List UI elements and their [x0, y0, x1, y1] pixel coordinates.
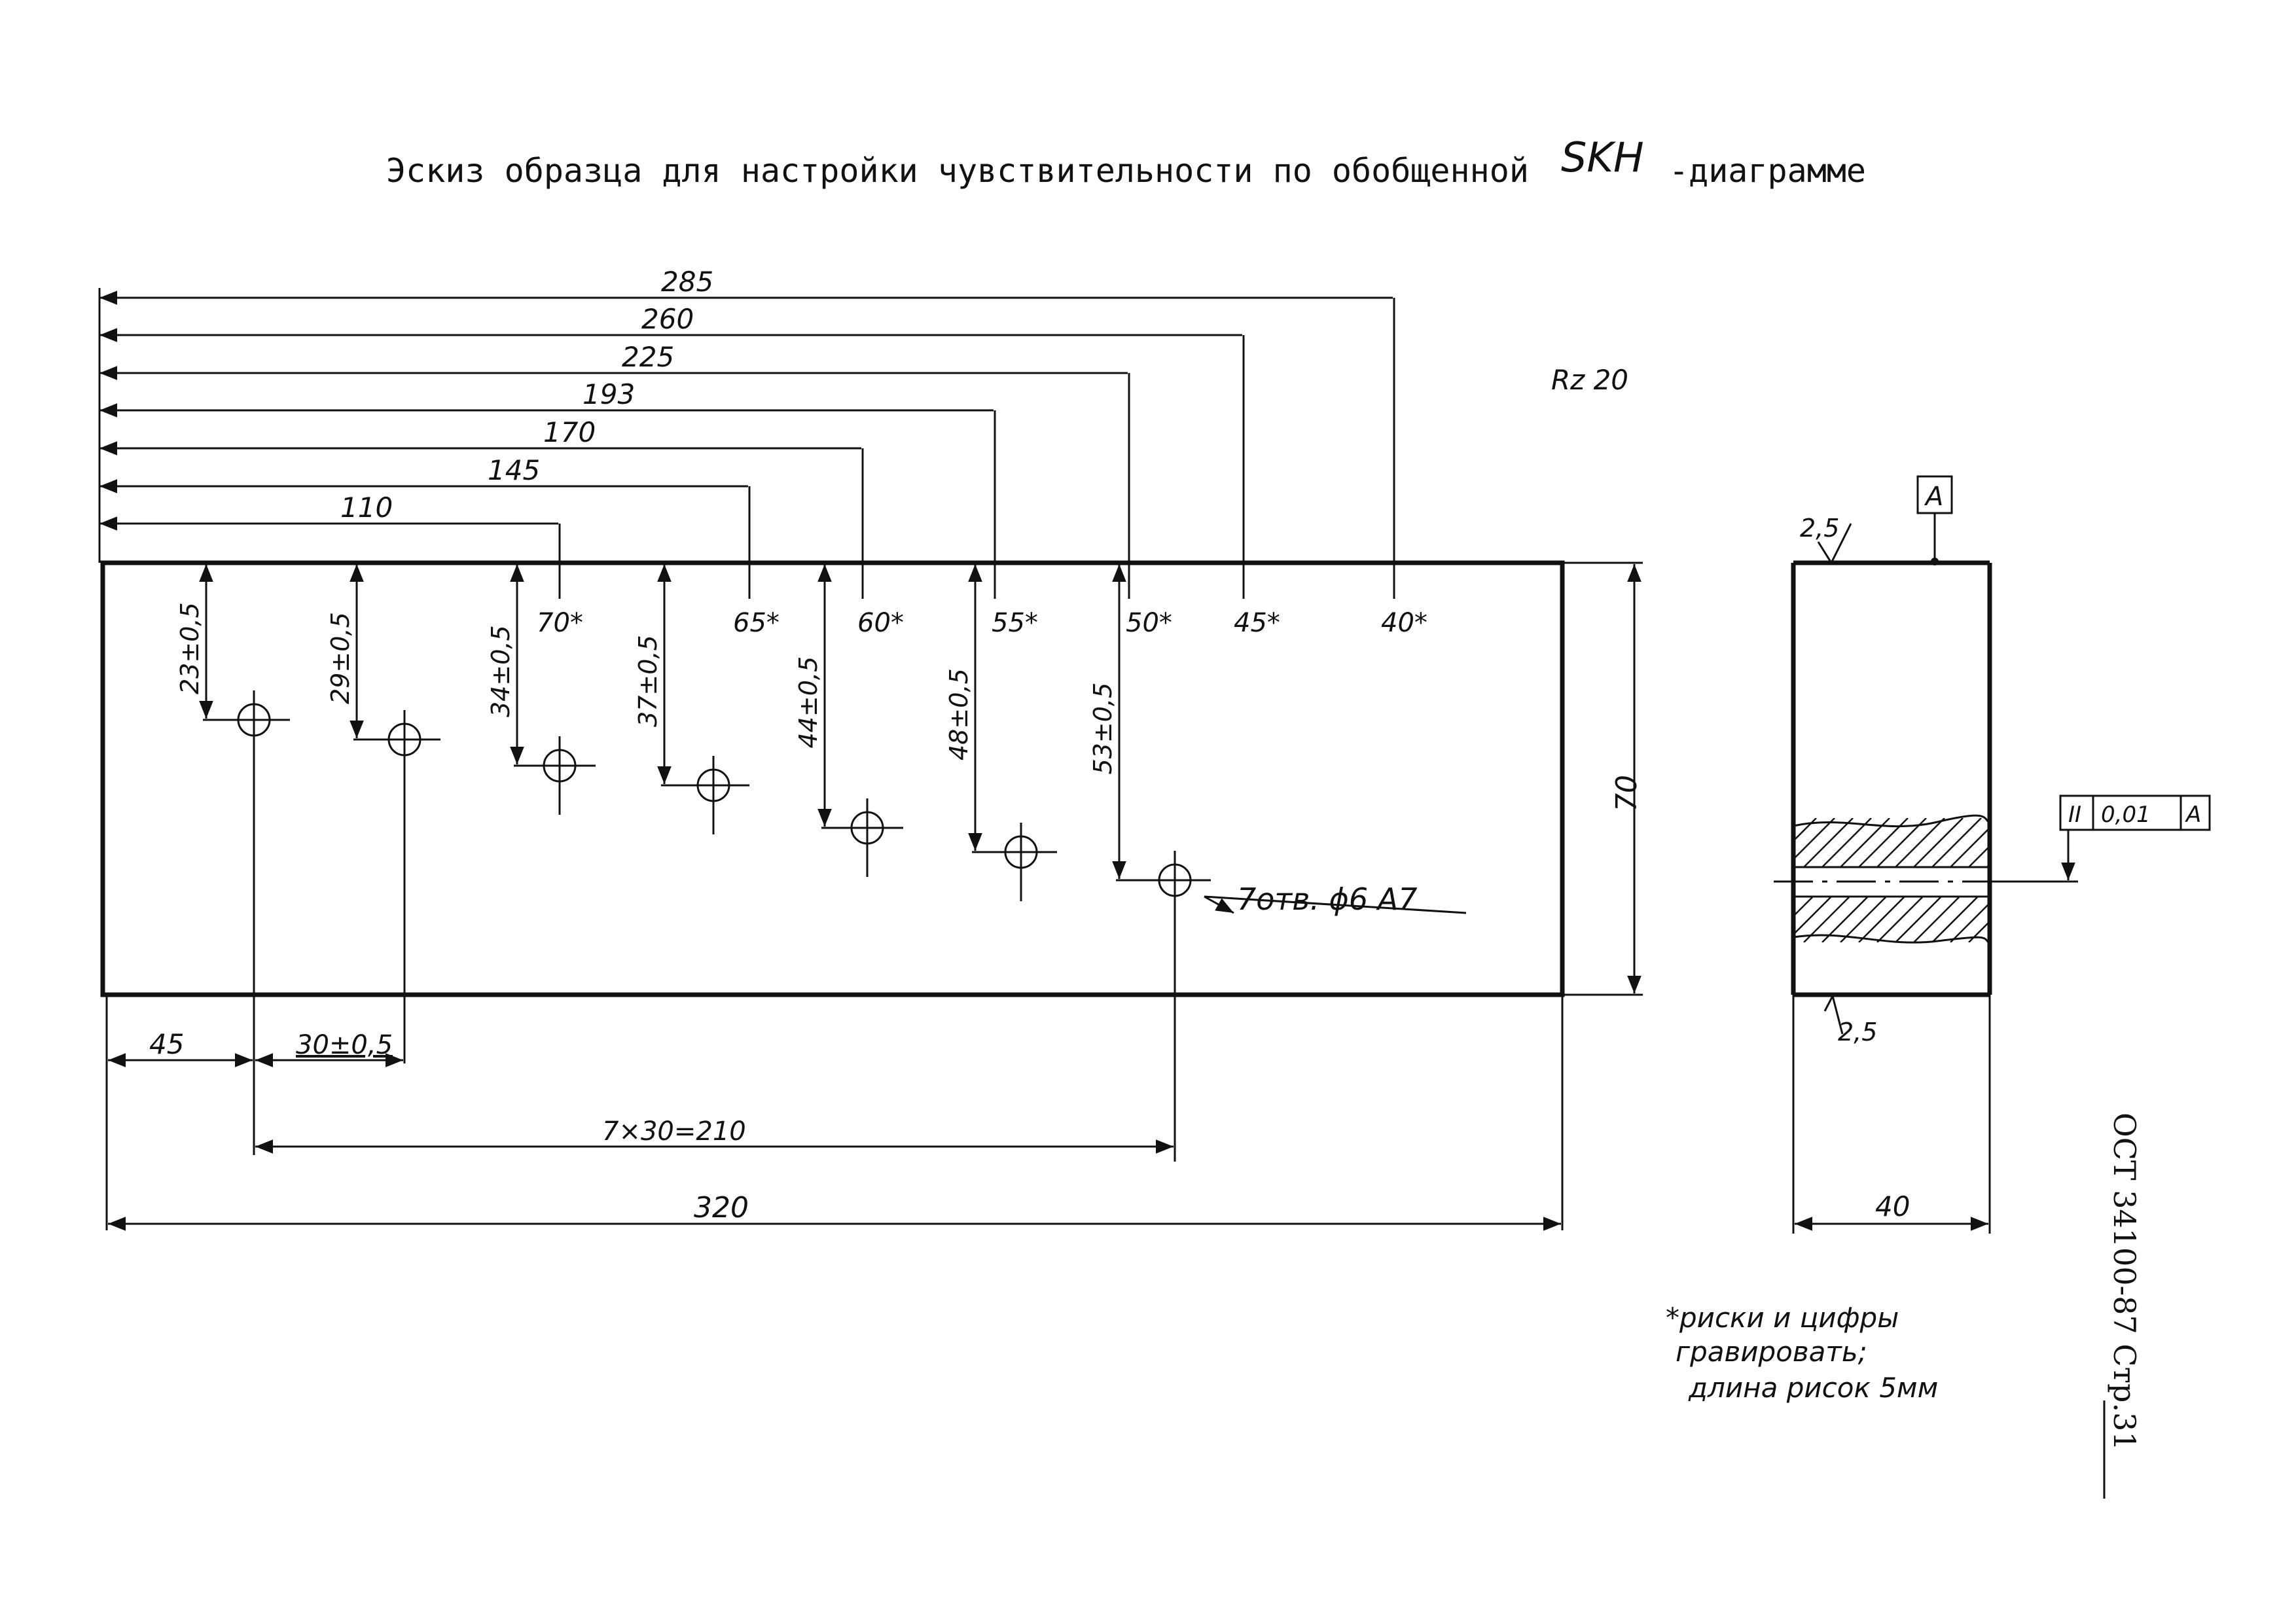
- hatch-line: [1986, 896, 1988, 942]
- hatch-lower: [1795, 896, 2070, 942]
- tolerance-value: 0,01: [2101, 802, 2151, 828]
- holes: [224, 690, 1211, 929]
- hatch-upper: [1795, 818, 2073, 868]
- height-dim-text: 70: [1610, 775, 1643, 812]
- top-dim-text-2: 225: [622, 341, 674, 373]
- drawing-title-suffix: -диаграмме: [1669, 152, 1866, 190]
- hatch-line: [1803, 896, 1850, 942]
- hatch-line: [1968, 818, 1988, 868]
- dim-30-text: 30±0,5: [296, 1030, 393, 1060]
- hatch-line: [1876, 818, 1927, 868]
- tolerance-datum: A: [2185, 802, 2201, 828]
- hatch-line: [1840, 896, 1887, 942]
- tolerance-frame: [2059, 794, 2211, 831]
- hole-callout-shelf: [1204, 895, 1467, 914]
- note-line-3: длина рисок 5мм: [1688, 1372, 1938, 1404]
- hatch-line: [1858, 818, 1909, 868]
- top-dim-text-6: 110: [340, 491, 393, 524]
- hatch-line: [1913, 896, 1960, 942]
- hatch-line: [1840, 818, 1890, 868]
- note-line-1: *риски и цифры: [1666, 1302, 1899, 1334]
- roughness-label: Rz 20: [1551, 364, 1628, 396]
- hatch-line: [2024, 818, 2073, 867]
- depth-text-2: 29±0,5: [326, 612, 355, 704]
- hatch-line: [1795, 818, 1817, 868]
- hatch-line: [1950, 818, 1988, 868]
- dim-210-text: 7×30=210: [602, 1116, 746, 1147]
- top-dim-text-5: 145: [488, 454, 540, 486]
- top-dim-text-3: 193: [583, 378, 635, 410]
- mark-label-4: 50*: [1126, 608, 1172, 638]
- datum-label: A: [1924, 482, 1943, 512]
- mark-label-2: 60*: [857, 608, 904, 638]
- engraved-marks: 70* 65* 60* 55* 50* 45* 40*: [537, 608, 1427, 638]
- roughness-top-text: 2,5: [1800, 514, 1839, 543]
- roughness-bottom-text: 2,5: [1838, 1018, 1877, 1046]
- datum-dot: [1931, 558, 1939, 565]
- drawing-title: Эскиз образца для настройки чувствительн…: [386, 152, 1529, 190]
- drawing-title-symbol: SKH: [1561, 134, 1644, 181]
- hole-callout-text: 7отв. ϕ6 A7: [1237, 882, 1418, 917]
- mark-label-3: 55*: [992, 608, 1038, 638]
- hatch-line: [1913, 818, 1964, 868]
- mark-label-5: 45*: [1234, 608, 1280, 638]
- depth-text-7: 53±0,5: [1088, 683, 1117, 775]
- hatch-line: [1876, 896, 1924, 942]
- hatch-line: [2024, 897, 2070, 942]
- side-view: A 2,5 2,5 40 II 0,01 A: [1774, 475, 2211, 1234]
- depth-text-4: 37±0,5: [634, 635, 662, 727]
- hatch-line: [1968, 896, 1988, 942]
- roughness-bottom-mark: [1823, 993, 1844, 1035]
- top-dim-text-1: 260: [641, 303, 694, 335]
- hatch-line: [1821, 896, 1869, 942]
- mark-label-0: 70*: [537, 608, 583, 638]
- hatch-line: [1986, 818, 1988, 868]
- break-line-1: [1793, 814, 1991, 828]
- depth-text-1: 23±0,5: [175, 602, 204, 694]
- tolerance-symbol: II: [2068, 802, 2081, 828]
- hatch-line: [1950, 896, 1988, 942]
- hatch-line: [1795, 818, 1835, 868]
- hatch-line: [1795, 896, 1814, 942]
- break-line-2: [1793, 934, 1991, 945]
- mark-label-6: 40*: [1381, 608, 1427, 638]
- top-dim-text-4: 170: [543, 416, 596, 448]
- dim-45-text: 45: [149, 1028, 184, 1060]
- hatch-line: [1858, 896, 1905, 942]
- hatch-line: [1931, 818, 1982, 868]
- hole-callout-leader: [1204, 895, 1234, 914]
- hatch-line: [2005, 818, 2054, 867]
- depth-text-3: 34±0,5: [486, 625, 515, 717]
- hatch-line: [1895, 896, 1942, 942]
- hatch-line: [1821, 818, 1872, 868]
- dim-320-text: 320: [694, 1191, 749, 1224]
- mark-label-1: 65*: [733, 608, 780, 638]
- hatch-line: [2005, 897, 2051, 942]
- side-width-text: 40: [1875, 1190, 1910, 1222]
- hatch-line: [1931, 896, 1979, 942]
- document-stamp: ОСТ 34100-87 Стр.31: [2107, 1113, 2142, 1451]
- note-line-2: гравировать;: [1676, 1336, 1867, 1368]
- hatch-line: [1895, 818, 1945, 868]
- plate-outline: [100, 560, 1565, 997]
- hatch-line: [1795, 896, 1832, 942]
- top-dim-text-0: 285: [661, 266, 713, 298]
- roughness-top-mark: [1817, 523, 1852, 565]
- depth-text-6: 48±0,5: [944, 668, 973, 760]
- depth-text-5: 44±0,5: [794, 656, 823, 749]
- hatch-line: [1803, 818, 1854, 868]
